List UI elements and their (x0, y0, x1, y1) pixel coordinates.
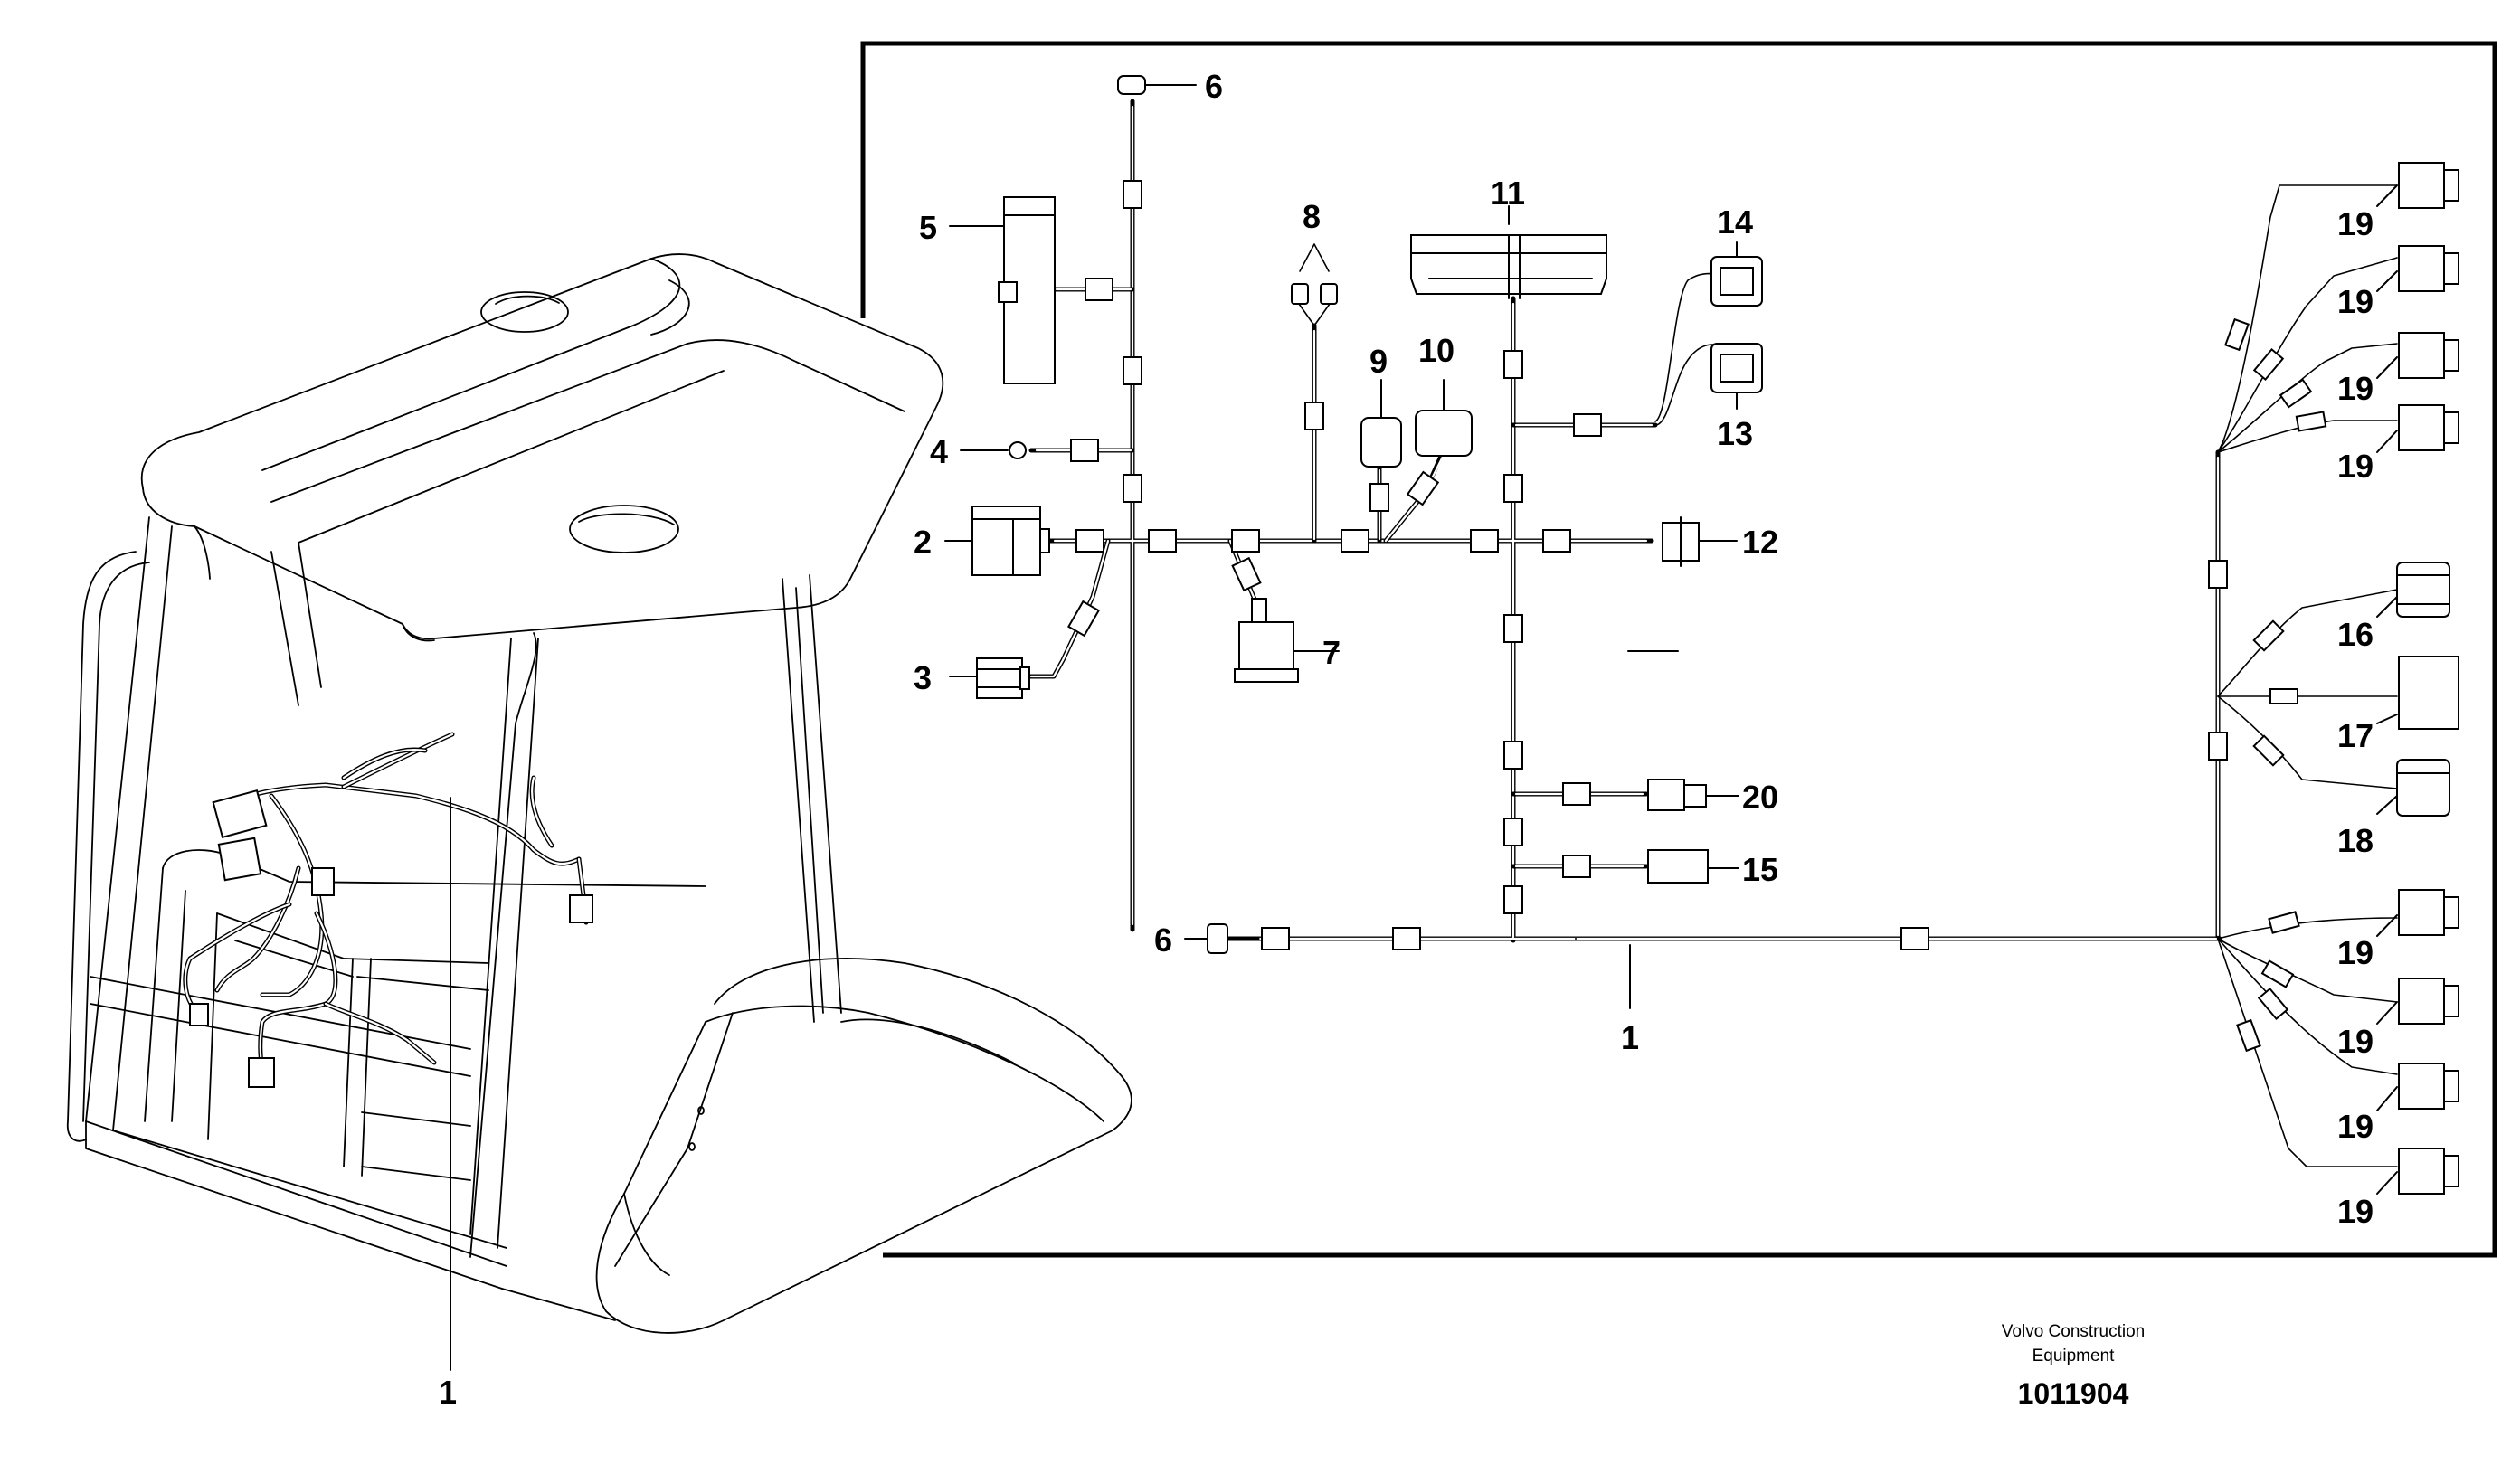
callout-5: 5 (919, 209, 937, 246)
component-8-pins (1291, 243, 1338, 305)
component-2-connector (944, 506, 1050, 576)
callout-13: 13 (1717, 415, 1753, 452)
component-18-connector (2396, 759, 2450, 817)
cab-illustration (66, 253, 1132, 1334)
component-16-connector (2396, 562, 2450, 618)
callout-9: 9 (1369, 343, 1388, 380)
caption-company-line1: Volvo Construction (2002, 1322, 2145, 1341)
callout-leaders (1575, 184, 2398, 1195)
callout-16: 16 (2337, 616, 2374, 653)
component-6-top (1117, 75, 1197, 95)
callout-19-d: 19 (2337, 448, 2374, 485)
callout-19-b: 19 (2337, 283, 2374, 320)
callout-4: 4 (930, 433, 948, 470)
caption-company-line2: Equipment (2032, 1347, 2116, 1366)
callout-6-top: 6 (1205, 68, 1223, 105)
callout-19-a: 19 (2337, 205, 2374, 242)
callout-12: 12 (1742, 524, 1778, 561)
component-11-control-unit (1410, 205, 1607, 299)
component-6-bottom (1184, 923, 1228, 954)
callout-1-main: 1 (1621, 1019, 1639, 1056)
component-4-ground-eyelet (960, 441, 1027, 459)
callout-labels: 6 5 4 2 3 7 8 9 10 11 14 13 12 20 15 6 1… (914, 68, 2374, 1230)
component-15-connector (1647, 849, 1739, 884)
components-19 (2398, 162, 2459, 1195)
callout-18: 18 (2337, 822, 2374, 859)
callout-15: 15 (1742, 851, 1778, 888)
detail-harness-trunks (1047, 99, 2222, 943)
component-5-display (949, 196, 1056, 384)
component-3-connector (949, 657, 1030, 699)
callout-19-c: 19 (2337, 370, 2374, 407)
callout-10: 10 (1418, 332, 1454, 369)
callout-7: 7 (1322, 634, 1341, 671)
callout-3: 3 (914, 659, 932, 696)
callout-19-h: 19 (2337, 1193, 2374, 1230)
cab-harness-routing (183, 732, 593, 1088)
callout-14: 14 (1717, 203, 1753, 241)
component-20-connector (1647, 779, 1739, 811)
caption-doc-number: 1011904 (2018, 1377, 2129, 1410)
component-14-connector (1710, 241, 1763, 307)
harness-wraps (1066, 180, 2327, 1053)
component-13-connector (1710, 343, 1763, 410)
callout-2: 2 (914, 524, 932, 561)
callout-20: 20 (1742, 779, 1778, 816)
component-7-relay (1234, 598, 1340, 683)
caption-block: Volvo Construction Equipment 1011904 (2002, 1322, 2145, 1410)
callout-19-e: 19 (2337, 934, 2374, 971)
callout-6-bottom: 6 (1154, 922, 1172, 959)
callout-8: 8 (1303, 198, 1321, 235)
callout-11: 11 (1491, 175, 1525, 212)
component-10-connector (1415, 379, 1473, 457)
component-9-connector (1360, 379, 1402, 468)
component-12-connector (1662, 516, 1738, 567)
callout-17: 17 (2337, 717, 2374, 754)
callout-1-left: 1 (439, 1374, 457, 1411)
detail-frame (860, 41, 2497, 1258)
callout-19-f: 19 (2337, 1023, 2374, 1060)
callout-19-g: 19 (2337, 1108, 2374, 1145)
component-17-box (2398, 656, 2459, 730)
